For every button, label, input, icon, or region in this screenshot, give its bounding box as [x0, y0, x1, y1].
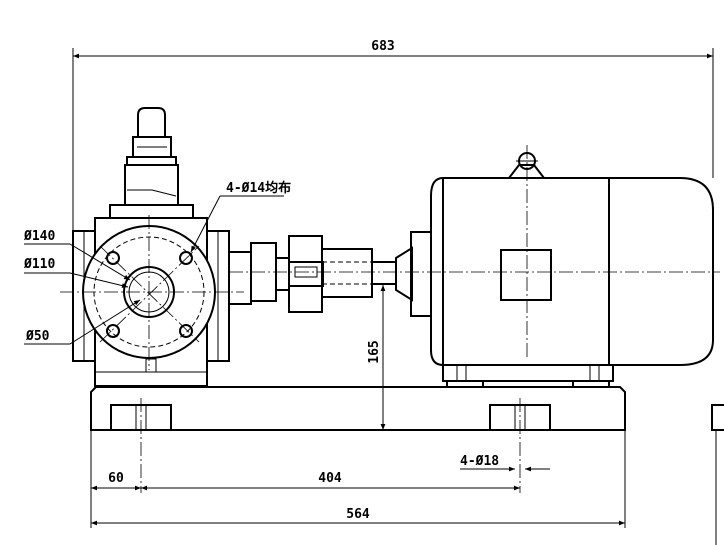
- label-bore-group: Ø50: [24, 299, 141, 345]
- label-flange-outer: Ø140: [23, 229, 55, 244]
- dim-mount-distance: 404: [318, 471, 342, 486]
- dimension-mount-distance: 404: [141, 471, 520, 491]
- dim-overall-length: 683: [371, 39, 394, 54]
- label-flange-outer-group: Ø140: [23, 229, 131, 281]
- dim-mount-holes: 4-Ø18: [460, 454, 499, 469]
- label-bolt-circle-group: Ø110: [23, 257, 129, 288]
- label-flange-holes: 4-Ø14均布: [226, 180, 291, 196]
- label-bore: Ø50: [25, 329, 50, 344]
- partial-side-view: [711, 404, 724, 545]
- dimension-center-height: 165: [367, 285, 386, 430]
- dimension-pump-offset: 60: [90, 430, 141, 528]
- gear-pump: [60, 107, 244, 387]
- base-frame: [90, 386, 626, 493]
- dimension-mount-holes: 4-Ø18: [460, 454, 550, 472]
- label-flange-holes-group: 4-Ø14均布: [190, 180, 291, 253]
- dimension-overall-length: 683: [72, 39, 714, 231]
- dim-center-height: 165: [367, 340, 382, 363]
- electric-motor: [410, 145, 714, 388]
- dim-base-length: 564: [346, 507, 370, 522]
- dim-pump-offset: 60: [108, 471, 124, 486]
- shaft-coupling: [228, 235, 413, 313]
- dimension-base-length: 564: [91, 430, 626, 528]
- label-bolt-circle: Ø110: [23, 257, 55, 272]
